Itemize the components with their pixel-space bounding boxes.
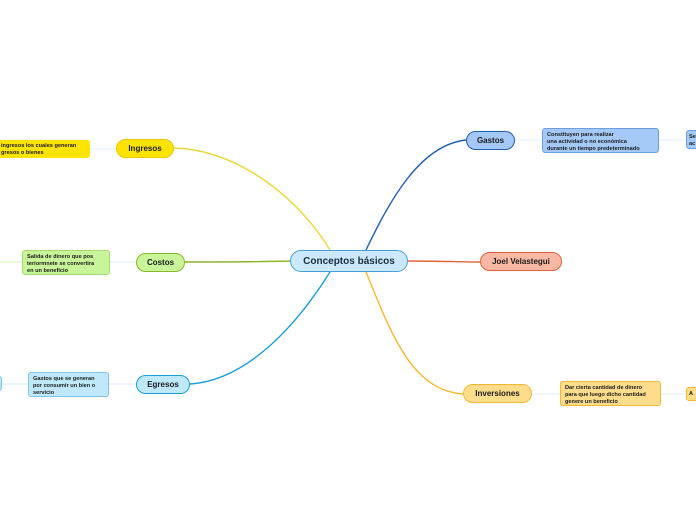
note-egresos[interactable]: Gastos que se generan por consumir un bi… bbox=[28, 372, 109, 397]
link-ingresos bbox=[173, 147, 331, 251]
link-gastos bbox=[365, 139, 467, 251]
note-gastos-line-1: Constituyen para realizar bbox=[547, 132, 614, 138]
topic-costos-label: Costos bbox=[146, 258, 175, 267]
note-gastos-extra-line-2: ac bbox=[689, 140, 696, 147]
link-joel bbox=[406, 260, 481, 263]
topic-costos[interactable]: Costos bbox=[136, 253, 185, 272]
topic-joel-velastegui-label: Joel Velastegui bbox=[492, 257, 550, 266]
note-costos-line-2: teriormnete se convertira bbox=[27, 260, 95, 267]
note-inversiones-extra-line-1: A bbox=[689, 391, 694, 397]
topic-inversiones[interactable]: Inversiones bbox=[463, 384, 532, 403]
note-egresos-line-3: servicio bbox=[33, 389, 55, 396]
topic-gastos[interactable]: Gastos bbox=[466, 131, 515, 150]
note-egresos-line-1: Gastos que se generan bbox=[33, 376, 95, 382]
note-costos[interactable]: Salida de dinero que pos teriormnete se … bbox=[22, 250, 110, 275]
note-inversiones-line-2: para que luego dicho cantidad bbox=[565, 391, 646, 398]
topic-joel-velastegui[interactable]: Joel Velastegui bbox=[480, 252, 562, 271]
link-egresos bbox=[189, 271, 331, 385]
note-inversiones-line-1: Dar cierta cantidad de dinero bbox=[565, 385, 643, 391]
note-egresos-line-2: por consumir un bien o bbox=[33, 382, 96, 389]
topic-gastos-label: Gastos bbox=[476, 136, 505, 145]
topic-ingresos-label: Ingresos bbox=[128, 144, 162, 153]
topic-inversiones-label: Inversiones bbox=[475, 389, 520, 398]
link-costos bbox=[184, 260, 291, 263]
topic-egresos[interactable]: Egresos bbox=[136, 375, 190, 394]
note-ingresos-line-1: ingresos los cuales generan bbox=[1, 143, 77, 149]
note-inversiones-line-3: genere un beneficio bbox=[565, 398, 618, 405]
topic-ingresos[interactable]: Ingresos bbox=[116, 139, 174, 158]
note-gastos-line-3: durante un tiempo predeterminado bbox=[547, 145, 640, 152]
central-topic-label: Conceptos básicos bbox=[303, 255, 395, 267]
note-costos-line-3: en un beneficio bbox=[27, 267, 69, 274]
note-inversiones-extra[interactable]: A bbox=[686, 387, 696, 401]
note-gastos-extra[interactable]: Se ac bbox=[686, 130, 696, 149]
note-ingresos-line-2: gresos o bienes bbox=[1, 149, 44, 156]
link-inversiones bbox=[365, 271, 464, 395]
note-inversiones[interactable]: Dar cierta cantidad de dinero para que l… bbox=[560, 381, 661, 406]
topic-egresos-label: Egresos bbox=[147, 380, 179, 389]
note-gastos-extra-line-1: Se bbox=[689, 134, 696, 140]
central-topic[interactable]: Conceptos básicos bbox=[290, 250, 408, 272]
note-ingresos[interactable]: ingresos los cuales generan gresos o bie… bbox=[0, 140, 90, 158]
note-gastos-line-2: una actividad o no económica bbox=[547, 138, 627, 145]
note-costos-line-1: Salida de dinero que pos bbox=[27, 254, 94, 260]
note-gastos[interactable]: Constituyen para realizar una actividad … bbox=[542, 128, 659, 153]
note-egresos-offscreen[interactable] bbox=[0, 376, 2, 391]
